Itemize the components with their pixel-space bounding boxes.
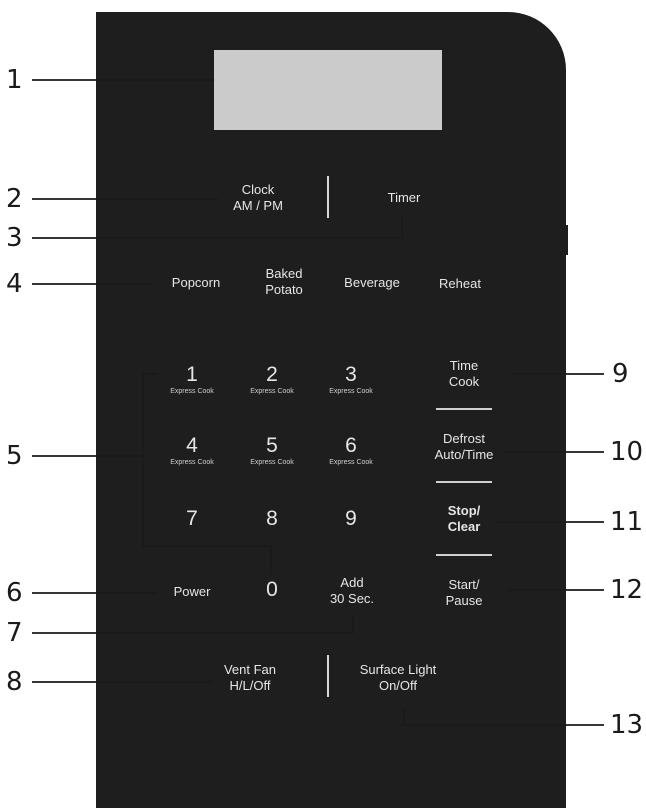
defrost-label-line2: Auto/Time — [434, 447, 494, 462]
baked-potato-label-line1: Baked — [265, 266, 303, 281]
callout-8: 8 — [6, 667, 23, 697]
start-pause-label-line1: Start/ — [448, 577, 480, 592]
popcorn-button[interactable]: Popcorn — [172, 275, 220, 291]
number-4-sub: Express Cook — [170, 459, 214, 466]
callout-6: 6 — [6, 578, 23, 608]
defrost-label-line1: Defrost — [443, 431, 485, 446]
vent-fan-button[interactable]: Vent Fan H/L/Off — [224, 662, 276, 694]
callout-2: 2 — [6, 184, 23, 214]
defrost-button[interactable]: Defrost Auto/Time — [435, 431, 494, 463]
number-7-button[interactable]: 7 — [186, 507, 198, 531]
separator-clock-timer — [327, 176, 329, 218]
number-1-digit: 1 — [186, 363, 198, 386]
number-4-digit: 4 — [186, 434, 198, 457]
leader-line-3 — [32, 216, 403, 239]
vent-fan-label-line2: H/L/Off — [229, 678, 271, 693]
panel-notch — [562, 225, 568, 255]
number-8-digit: 8 — [266, 507, 278, 530]
power-label: Power — [173, 584, 211, 599]
number-0-digit: 0 — [266, 578, 278, 601]
baked-potato-label-line2: Potato — [265, 282, 303, 297]
callout-5: 5 — [6, 441, 23, 471]
baked-potato-button[interactable]: Baked Potato — [265, 266, 303, 298]
number-5-digit: 5 — [266, 434, 278, 457]
start-pause-button[interactable]: Start/ Pause — [446, 577, 483, 609]
number-3-button[interactable]: 3 Express Cook — [329, 363, 373, 397]
number-2-button[interactable]: 2 Express Cook — [250, 363, 294, 397]
leader-line-7 — [32, 615, 354, 634]
separator-defrost-stop — [436, 481, 492, 483]
callout-4: 4 — [6, 269, 23, 299]
number-9-digit: 9 — [345, 507, 357, 530]
number-0-button[interactable]: 0 — [266, 578, 278, 602]
stop-clear-button[interactable]: Stop/ Clear — [448, 503, 481, 535]
surface-light-button[interactable]: Surface Light On/Off — [360, 662, 437, 694]
number-5-sub: Express Cook — [250, 459, 294, 466]
add-30-label-line2: 30 Sec. — [329, 591, 375, 606]
number-2-sub: Express Cook — [250, 388, 294, 395]
time-cook-label-line1: Time — [449, 358, 479, 373]
callout-12: 12 — [610, 575, 644, 605]
clock-button[interactable]: Clock AM / PM — [233, 182, 283, 214]
callout-1: 1 — [6, 65, 23, 95]
number-6-button[interactable]: 6 Express Cook — [329, 434, 373, 468]
add-30-label-line1: Add — [340, 575, 364, 590]
number-5-button[interactable]: 5 Express Cook — [250, 434, 294, 468]
number-1-sub: Express Cook — [170, 388, 214, 395]
time-cook-label-line2: Cook — [448, 374, 480, 389]
number-2-digit: 2 — [266, 363, 278, 386]
timer-button[interactable]: Timer — [388, 190, 421, 206]
timer-label: Timer — [387, 190, 421, 205]
number-6-digit: 6 — [345, 434, 357, 457]
display-window — [214, 50, 442, 130]
surface-light-label-line1: Surface Light — [359, 662, 437, 677]
control-panel — [96, 12, 566, 808]
callout-10: 10 — [610, 437, 644, 467]
callout-9: 9 — [612, 359, 629, 389]
beverage-button[interactable]: Beverage — [344, 275, 400, 291]
number-9-button[interactable]: 9 — [345, 507, 357, 531]
number-6-sub: Express Cook — [329, 459, 373, 466]
add-30-sec-button[interactable]: Add 30 Sec. — [330, 575, 374, 607]
leader-line-13 — [403, 708, 604, 726]
surface-light-label-line2: On/Off — [378, 678, 418, 693]
number-3-sub: Express Cook — [329, 388, 373, 395]
callout-7: 7 — [6, 618, 23, 648]
callout-3: 3 — [6, 223, 23, 253]
popcorn-label: Popcorn — [171, 275, 221, 290]
stop-clear-label-line1: Stop/ — [447, 503, 481, 518]
reheat-button[interactable]: Reheat — [439, 276, 481, 292]
separator-timecook-defrost — [436, 408, 492, 410]
separator-stop-start — [436, 554, 492, 556]
power-button[interactable]: Power — [174, 584, 211, 600]
leader-line-5-bracket — [142, 373, 272, 574]
vent-fan-label-line1: Vent Fan — [223, 662, 277, 677]
number-7-digit: 7 — [186, 507, 198, 530]
clock-label-line1: Clock — [241, 182, 275, 197]
beverage-label: Beverage — [344, 275, 400, 290]
clock-label-line2: AM / PM — [233, 198, 283, 213]
number-1-button[interactable]: 1 Express Cook — [170, 363, 214, 397]
separator-vent-light — [327, 655, 329, 697]
stop-clear-label-line2: Clear — [447, 519, 481, 534]
time-cook-button[interactable]: Time Cook — [449, 358, 479, 390]
reheat-label: Reheat — [439, 276, 481, 291]
callout-13: 13 — [610, 710, 644, 740]
number-8-button[interactable]: 8 — [266, 507, 278, 531]
number-4-button[interactable]: 4 Express Cook — [170, 434, 214, 468]
number-3-digit: 3 — [345, 363, 357, 386]
callout-11: 11 — [610, 507, 644, 537]
start-pause-label-line2: Pause — [445, 593, 483, 608]
